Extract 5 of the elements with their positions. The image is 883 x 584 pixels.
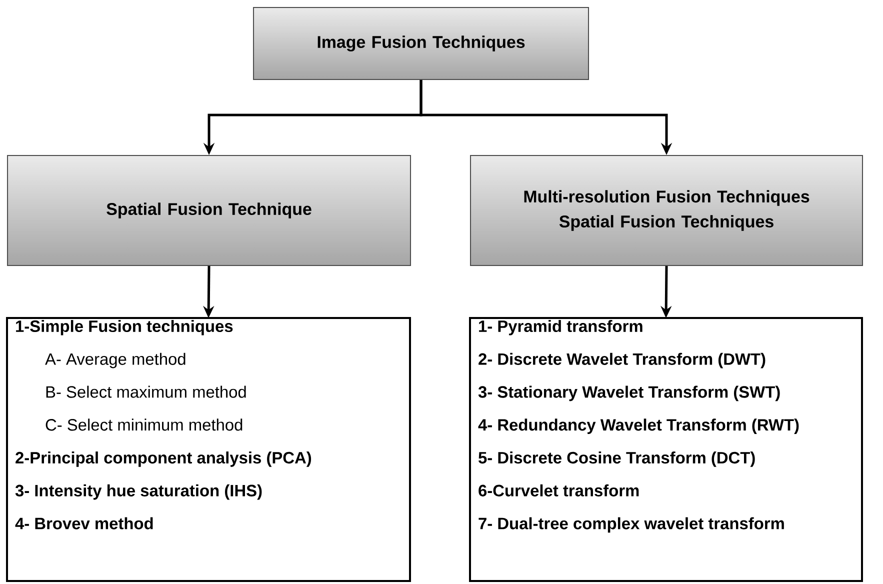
category-box: Image Fusion Techniques xyxy=(253,7,589,80)
category-box: Spatial Fusion Technique xyxy=(7,155,411,266)
category-box: Multi-resolution Fusion Techniques Spatial Fusion Techniques xyxy=(470,155,863,266)
list-box: 1- Pyramid transform 2- Discrete Wavelet Transform (DWT) 3- Stationary Wavelet Transform (SWT) 4- Redundancy Wavelet Transform (RWT) 5- Discrete Cosine Transform (DCT) 6-Curvelet transform 7- Dual-tree complex wavelet transform xyxy=(469,317,863,582)
list-box: 1-Simple Fusion techniques A- Average method B- Select maximum method C- Select minimum method 2-Principal component analysis (PCA) 3- Intensity hue saturation (IHS) 4- Brovev method xyxy=(6,317,411,582)
